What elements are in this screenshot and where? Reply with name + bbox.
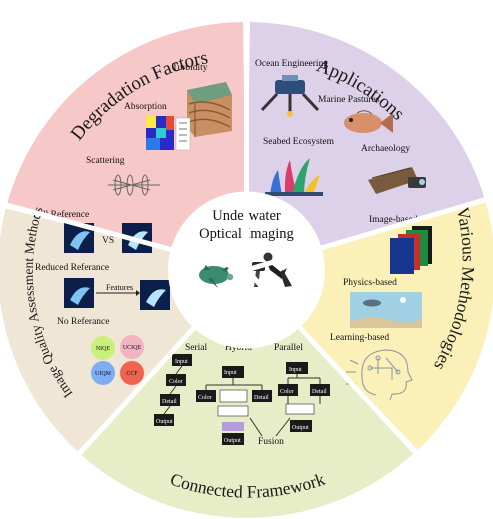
metric-badges	[91, 335, 144, 385]
hybrid-output-label: Output	[224, 438, 241, 444]
hybrid-input-label: Input	[224, 370, 237, 376]
niqe-label: NIQE	[96, 346, 111, 352]
parallel-pipeline	[278, 362, 330, 432]
archaeology-label: Archaeology	[361, 144, 410, 154]
serial-color-label: Color	[169, 379, 183, 385]
uiqm-label: UIQM	[95, 371, 112, 377]
turbidity-terrain-icon	[187, 82, 232, 137]
serial-input-label: Input	[175, 359, 188, 365]
no-reference-label: No Referance	[57, 316, 109, 327]
reduced-reference-label: Reduced Referance	[35, 262, 109, 273]
hybrid-color-label: Color	[198, 395, 212, 401]
absorption-label: Absorption	[124, 102, 167, 112]
image-based-label: Image-based	[369, 215, 418, 225]
parallel-input-label: Input	[289, 367, 302, 373]
serial-pipeline	[154, 354, 192, 426]
parallel-detail-label: Detail	[312, 389, 327, 395]
uiqm-badge	[91, 361, 115, 385]
marine-pastures-label: Marine Pastures	[318, 95, 380, 105]
shipwreck-icon	[368, 167, 426, 194]
serial-detail-label: Detail	[162, 399, 177, 405]
ccf-label: CCF	[126, 371, 138, 377]
parallel-color-label: Color	[280, 389, 294, 395]
serial-output-label: Output	[156, 419, 173, 425]
ccf-badge	[120, 361, 144, 385]
parallel-label: Parallel	[274, 343, 303, 353]
fusion-label: Fusion	[258, 437, 284, 447]
image-stack-icon	[390, 226, 432, 274]
applications-sector	[246, 22, 485, 270]
uciqe-label: UCIQE	[123, 345, 142, 351]
fusion-arrows	[249, 417, 291, 437]
vs-label: VS	[102, 236, 114, 246]
full-reference-label: Full Reference	[33, 209, 89, 220]
coral-icon	[265, 158, 323, 196]
hybrid-pipeline	[196, 366, 272, 445]
features-label: Features	[106, 283, 133, 292]
turbidity-label: Turbidity	[172, 63, 208, 73]
niqe-badge	[91, 336, 115, 360]
sector-dividers	[6, 21, 485, 455]
sea-turtle-icon	[199, 263, 234, 288]
fish-icon	[344, 110, 393, 133]
ai-head-icon	[346, 349, 413, 401]
uciqe-badge	[120, 335, 144, 359]
seabed-ecosystem-label: Seabed Ecosystem	[263, 137, 335, 147]
degradation-sector	[7, 22, 247, 270]
parallel-output-label: Output	[292, 425, 309, 431]
physics-based-label: Physics-based	[343, 278, 397, 288]
hybrid-detail-label: Detail	[254, 395, 269, 401]
underwater-robot-icon	[260, 75, 320, 117]
scattering-label: Scattering	[86, 156, 125, 166]
learning-based-label: Learning-based	[330, 333, 389, 343]
reduced-reference-images	[64, 278, 170, 310]
absorption-heatmap-icon	[146, 116, 191, 151]
ocean-engineering-label: Ocean Engineering	[255, 59, 328, 69]
underwater-scene-icon	[350, 292, 422, 328]
serial-label: Serial	[185, 343, 208, 353]
scattering-lens-icon	[108, 174, 160, 196]
